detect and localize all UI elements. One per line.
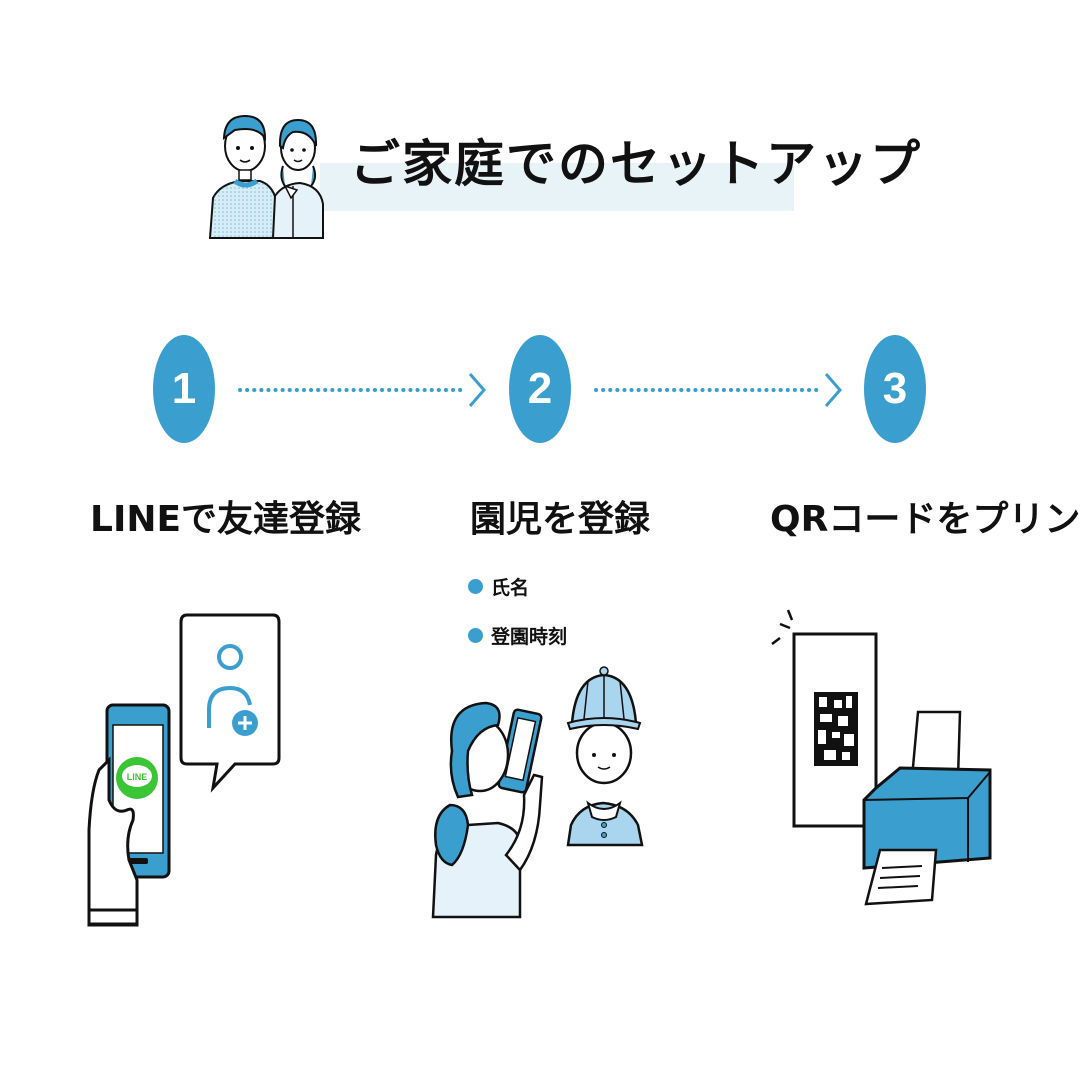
title-band <box>320 163 794 211</box>
list-item-label: 登園時刻 <box>491 626 568 648</box>
step-1-badge: 1 <box>153 335 215 443</box>
line-app-label: LINE <box>127 772 148 782</box>
mother-with-phone-icon <box>431 666 644 919</box>
line-app-icon: LINE <box>116 757 158 799</box>
arrow-right-icon <box>238 373 486 407</box>
list-item-label: 氏名 <box>491 577 530 599</box>
add-friend-icon <box>207 644 258 736</box>
step-2-number: 2 <box>527 364 553 413</box>
printer-icon <box>771 609 992 906</box>
step-2-badge: 2 <box>509 335 571 443</box>
child-with-hat-icon <box>566 666 644 847</box>
qr-code-icon <box>814 692 858 766</box>
phone-icon: LINE <box>87 613 281 927</box>
step-1-number: 1 <box>171 364 197 413</box>
list-item: 氏名 <box>468 573 529 600</box>
bullet-icon <box>468 628 483 643</box>
step-1-label: LINEで友達登録 <box>90 499 362 540</box>
parents-icon <box>208 114 324 239</box>
step-3-badge: 3 <box>864 335 926 443</box>
step-3-label: QRコードをプリント <box>770 499 1080 540</box>
step-2-label: 園児を登録 <box>470 499 651 540</box>
bullet-icon <box>468 579 483 594</box>
step-3-number: 3 <box>882 364 908 413</box>
page-title: ご家庭でのセットアップ <box>350 135 922 193</box>
list-item: 登園時刻 <box>468 622 567 649</box>
arrow-right-icon <box>594 373 842 407</box>
